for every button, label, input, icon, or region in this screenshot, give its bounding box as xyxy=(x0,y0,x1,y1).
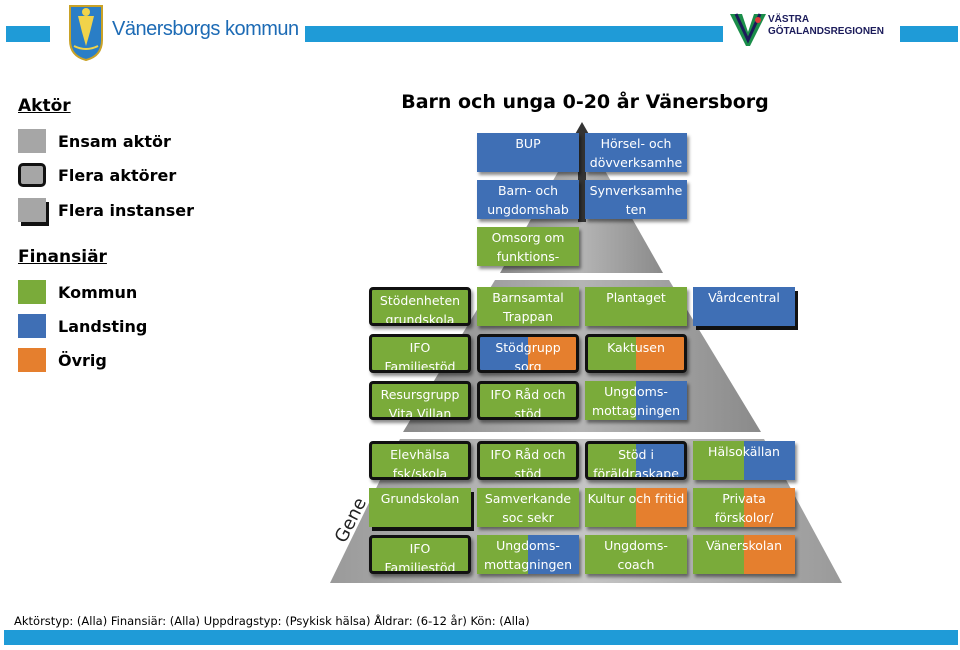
actor-box[interactable]: BUP xyxy=(477,133,579,172)
legend-label: Övrig xyxy=(58,350,107,370)
filter-summary: Aktörstyp: (Alla) Finansiär: (Alla) Uppd… xyxy=(14,614,530,628)
legend-label: Ensam aktör xyxy=(58,131,171,151)
legend-label: Flera instanser xyxy=(58,200,195,220)
actor-box-label: Ungdoms-mottagningen xyxy=(591,384,681,418)
actor-box[interactable]: Stödgrupp sorg xyxy=(477,334,579,373)
actor-box-label: Kaktusen xyxy=(607,340,665,355)
header-band-middle xyxy=(305,26,723,42)
legend-actor-heading: Aktör xyxy=(18,96,71,116)
header-band-left xyxy=(6,26,50,42)
actor-box[interactable]: Vårdcentral xyxy=(693,287,795,326)
actor-box-label: Stöd i föräldraskape xyxy=(593,447,679,480)
region-name-line2: GÖTALANDSREGIONEN xyxy=(768,26,884,37)
legend-swatch-single xyxy=(18,129,46,153)
actor-box[interactable]: IFO Familjestöd xyxy=(369,535,471,574)
legend-swatch-kommun xyxy=(18,280,46,304)
actor-box-label: BUP xyxy=(515,136,541,151)
region-logo-icon xyxy=(730,13,766,46)
municipality-crest-icon xyxy=(69,5,103,62)
legend-label: Landsting xyxy=(58,316,148,336)
legend-item-kommun: Kommun xyxy=(18,279,137,305)
actor-box[interactable]: Barn- och ungdomshab xyxy=(477,180,579,219)
legend-swatch-landsting xyxy=(18,314,46,338)
actor-box[interactable]: Kultur och fritid xyxy=(585,488,687,527)
legend-item-landsting: Landsting xyxy=(18,313,147,339)
actor-box-label: Stödgrupp sorg xyxy=(495,340,561,373)
actor-box-label: Elevhälsa fsk/skola xyxy=(390,447,450,480)
legend-financier-heading: Finansiär xyxy=(18,247,107,267)
legend-label: Flera aktörer xyxy=(58,165,177,185)
actor-box[interactable]: Elevhälsa fsk/skola xyxy=(369,441,471,480)
actor-box-label: Omsorg om funktions- xyxy=(491,230,565,264)
actor-box-label: IFO Råd och stöd xyxy=(490,387,566,420)
municipality-name: Vänersborgs kommun xyxy=(112,18,299,40)
actor-box[interactable]: Hälsokällan xyxy=(693,441,795,480)
actor-box-label: Vänerskolan xyxy=(705,538,782,553)
actor-box[interactable]: Ungdoms-mottagningen xyxy=(477,535,579,574)
actor-box[interactable]: Stödenheten grundskola xyxy=(369,287,471,326)
actor-box-label: Ungdoms-coach xyxy=(604,538,668,572)
header-band-right xyxy=(900,26,958,42)
actor-box[interactable]: Barnsamtal Trappan xyxy=(477,287,579,326)
actor-box-label: Hälsokällan xyxy=(708,444,780,459)
actor-box[interactable]: Ungdoms-mottagningen xyxy=(585,381,687,420)
actor-box[interactable]: Vänerskolan xyxy=(693,535,795,574)
actor-box[interactable]: Plantaget xyxy=(585,287,687,326)
pyramid-arrow-shaft xyxy=(578,132,586,222)
actor-box-label: Grundskolan xyxy=(380,491,460,506)
actor-box-label: Vårdcentral xyxy=(708,290,780,305)
legend-item-flera-aktorer: Flera aktörer xyxy=(18,162,176,188)
pyramid-arrow-head xyxy=(574,122,590,136)
actor-box[interactable]: Omsorg om funktions- xyxy=(477,227,579,266)
actor-box[interactable]: Privata förskolor/ xyxy=(693,488,795,527)
actor-box-label: Barnsamtal Trappan xyxy=(492,290,564,324)
actor-box[interactable]: IFO Råd och stöd xyxy=(477,381,579,420)
actor-box-label: Kultur och fritid xyxy=(587,491,685,506)
legend-swatch-instance xyxy=(18,198,46,222)
actor-box-label: Barn- och ungdomshab xyxy=(487,183,569,217)
actor-box[interactable]: Grundskolan xyxy=(369,488,471,527)
legend-item-ovrig: Övrig xyxy=(18,347,107,373)
legend-item-ensam-aktor: Ensam aktör xyxy=(18,128,171,154)
footer-band xyxy=(4,630,958,645)
actor-box[interactable]: Samverkande soc sekr xyxy=(477,488,579,527)
actor-box[interactable]: Hörsel- och dövverksamhe xyxy=(585,133,687,172)
actor-box-label: Ungdoms-mottagningen xyxy=(483,538,573,572)
legend-item-flera-instanser: Flera instanser xyxy=(18,197,194,223)
actor-box-label: Stödenheten grundskola xyxy=(379,293,461,326)
legend-label: Kommun xyxy=(58,282,138,302)
actor-box[interactable]: Resursgrupp Vita Villan xyxy=(369,381,471,420)
actor-box-label: Resursgrupp Vita Villan xyxy=(380,387,460,420)
region-name: VÄSTRA GÖTALANDSREGIONEN xyxy=(768,14,884,38)
actor-box[interactable]: Ungdoms-coach xyxy=(585,535,687,574)
actor-box[interactable]: Stöd i föräldraskape xyxy=(585,441,687,480)
actor-box-label: Synverksamhe ten xyxy=(589,183,683,217)
actor-box-label: IFO Familjestöd xyxy=(384,340,456,373)
region-name-line1: VÄSTRA xyxy=(768,14,810,25)
legend-swatch-multi xyxy=(18,163,46,187)
actor-box-label: Privata förskolor/ xyxy=(714,491,774,525)
actor-box[interactable]: Synverksamhe ten xyxy=(585,180,687,219)
actor-box-label: IFO Råd och stöd xyxy=(490,447,566,480)
actor-box-label: IFO Familjestöd xyxy=(384,541,456,574)
legend-swatch-ovrig xyxy=(18,348,46,372)
actor-box[interactable]: Kaktusen xyxy=(585,334,687,373)
actor-box-label: Plantaget xyxy=(606,290,666,305)
actor-box-label: Samverkande soc sekr xyxy=(484,491,572,525)
actor-box[interactable]: IFO Familjestöd xyxy=(369,334,471,373)
diagram-title: Barn och unga 0-20 år Vänersborg xyxy=(401,91,769,113)
actor-box-label: Hörsel- och dövverksamhe xyxy=(589,136,683,170)
actor-box[interactable]: IFO Råd och stöd xyxy=(477,441,579,480)
